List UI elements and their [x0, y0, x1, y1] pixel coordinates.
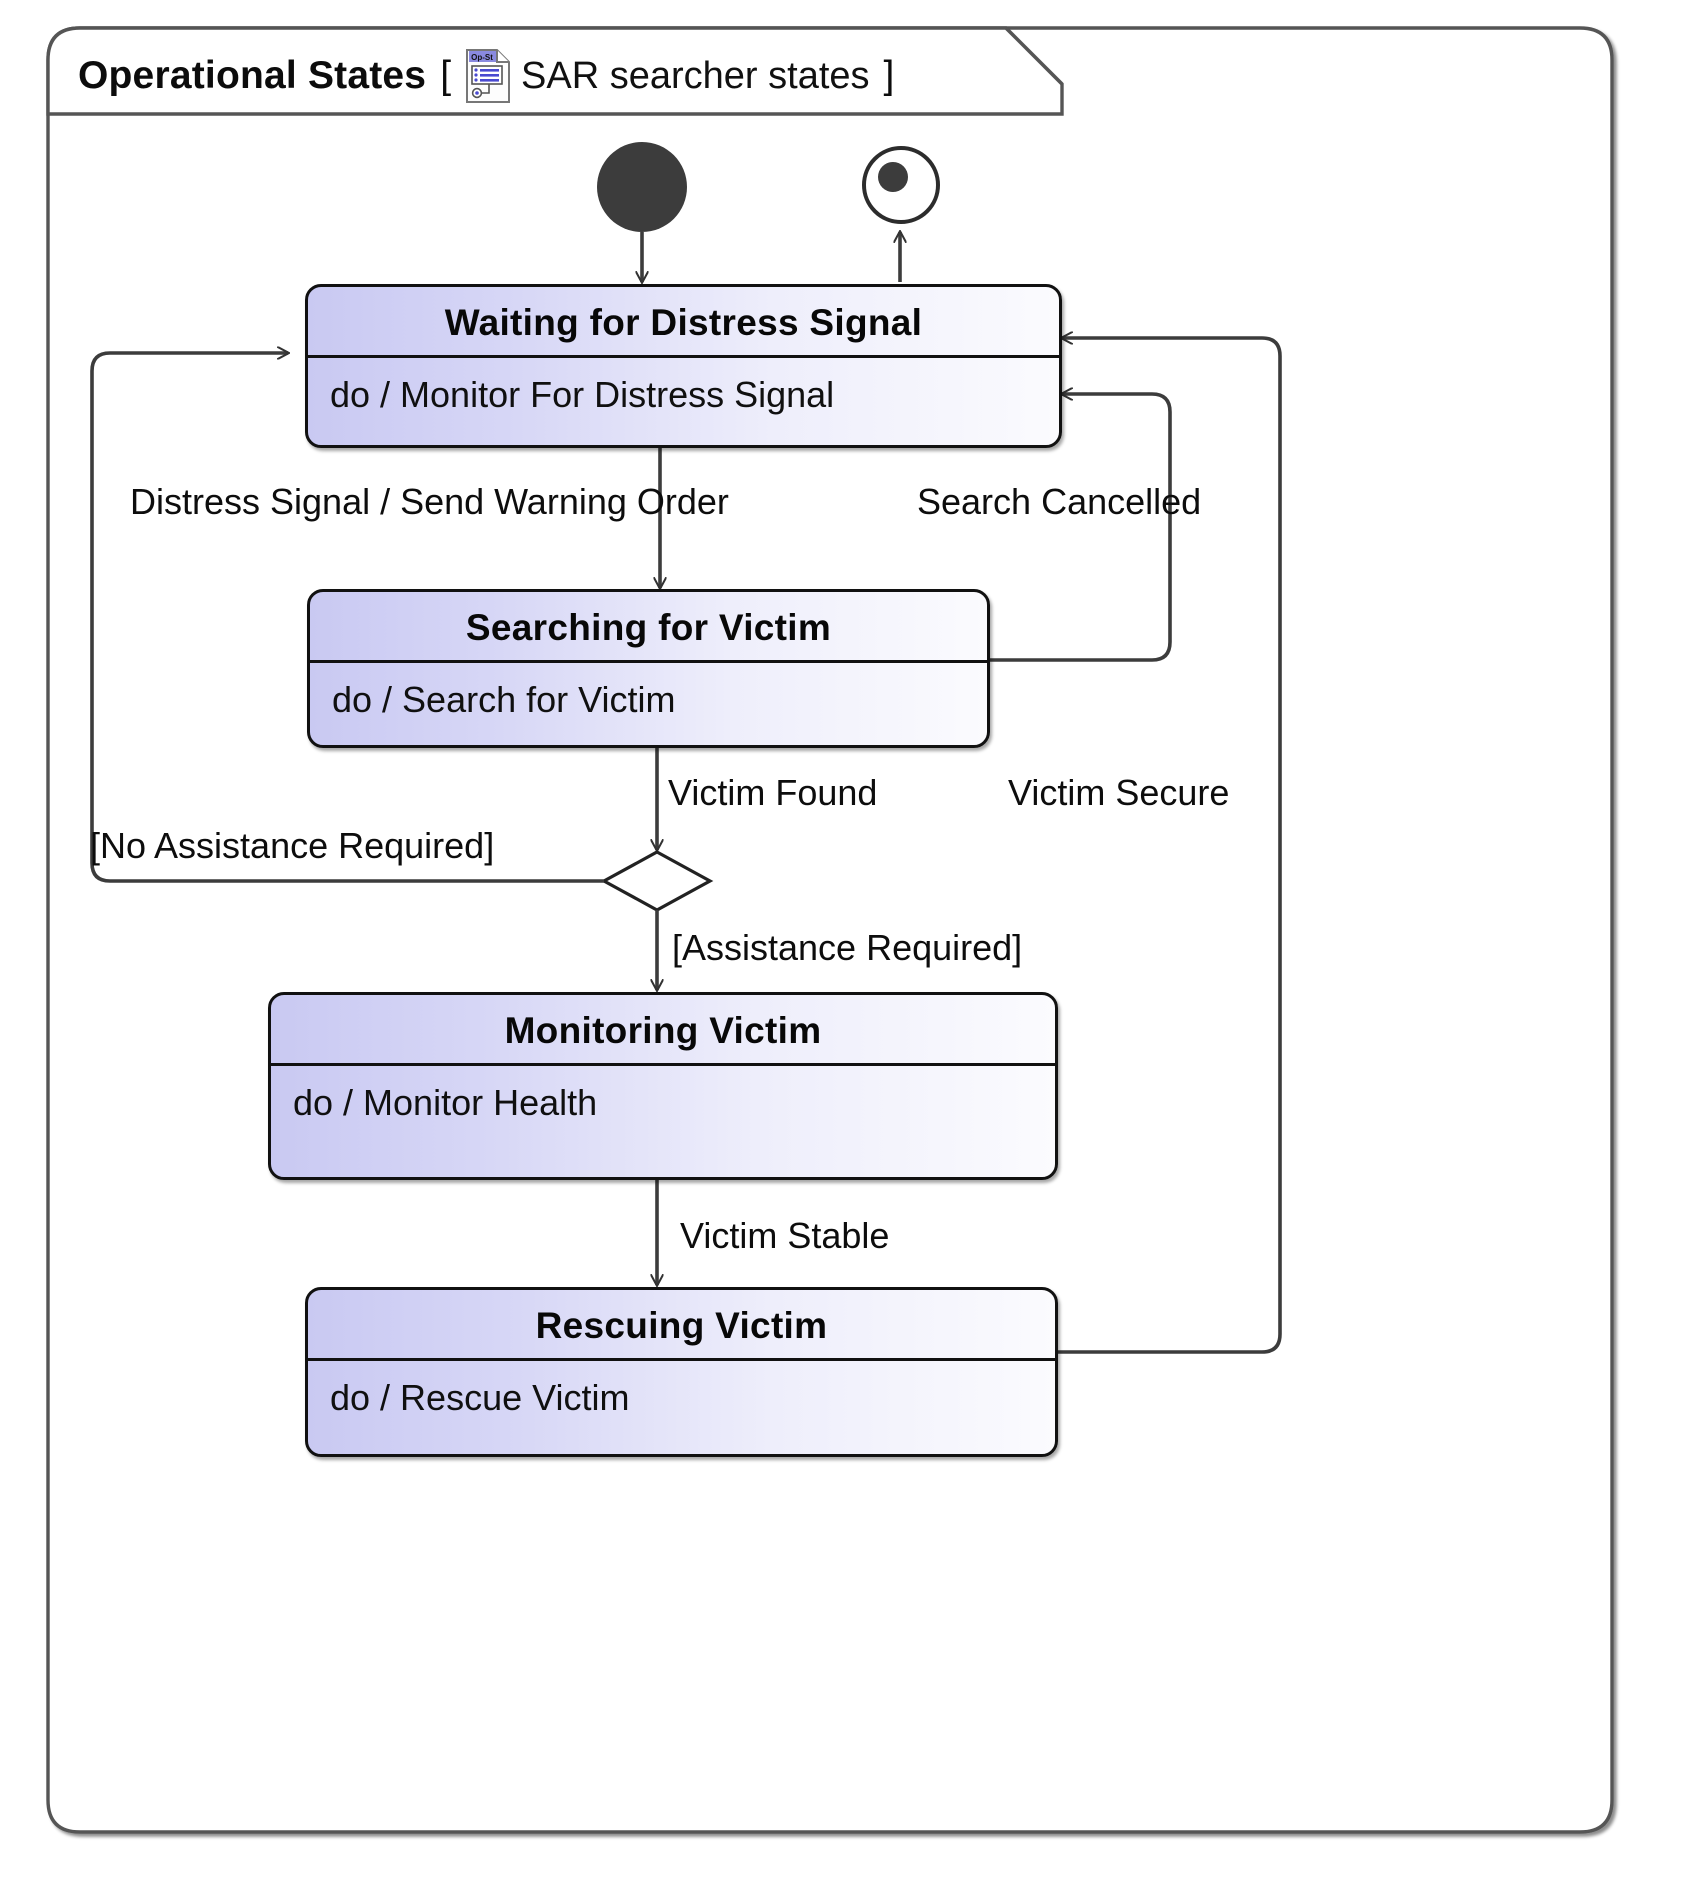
state-name: Waiting for Distress Signal [444, 302, 923, 343]
state-rescuing-victim[interactable]: Rescuing Victim do / Rescue Victim [305, 1287, 1058, 1457]
frame-bracket-open: [ [440, 54, 452, 97]
frame-subject: SAR searcher states [521, 54, 870, 97]
state-divider [308, 1358, 1055, 1361]
final-state-inner-dot [878, 162, 908, 192]
state-name: Monitoring Victim [504, 1010, 822, 1051]
transition-label-assistance-required: [Assistance Required] [672, 927, 1023, 968]
decision-diamond-shape [600, 850, 714, 912]
state-activity: do / Monitor Health [293, 1082, 598, 1123]
frame-title-bar: Operational States [ Op-St SAR searcher … [78, 40, 898, 112]
state-searching-for-victim[interactable]: Searching for Victim do / Search for Vic… [307, 589, 990, 748]
state-divider [271, 1063, 1055, 1066]
state-divider [308, 355, 1059, 358]
state-name: Searching for Victim [465, 607, 832, 648]
final-state-node [862, 146, 940, 224]
state-divider [310, 660, 987, 663]
transition-label-victim-secure: Victim Secure [1008, 772, 1230, 813]
state-name: Rescuing Victim [535, 1305, 828, 1346]
transition-label-search-cancelled: Search Cancelled [917, 481, 1202, 522]
op-st-document-icon: Op-St [465, 48, 511, 104]
transition-label-victim-stable: Victim Stable [680, 1215, 890, 1256]
transition-label-no-assistance-required: [No Assistance Required] [90, 825, 495, 866]
state-waiting-for-distress-signal[interactable]: Waiting for Distress Signal do / Monitor… [305, 284, 1062, 448]
state-activity: do / Rescue Victim [330, 1377, 630, 1418]
frame-bracket-close: ] [883, 54, 895, 97]
initial-state-node [597, 142, 687, 232]
svg-text:Op-St: Op-St [471, 53, 493, 62]
transition-label-distress-signal: Distress Signal / Send Warning Order [130, 481, 729, 522]
state-activity: do / Monitor For Distress Signal [330, 374, 835, 415]
frame-name: Operational States [78, 54, 427, 97]
transition-label-victim-found: Victim Found [668, 772, 878, 813]
state-monitoring-victim[interactable]: Monitoring Victim do / Monitor Health [268, 992, 1058, 1180]
state-activity: do / Search for Victim [332, 679, 676, 720]
